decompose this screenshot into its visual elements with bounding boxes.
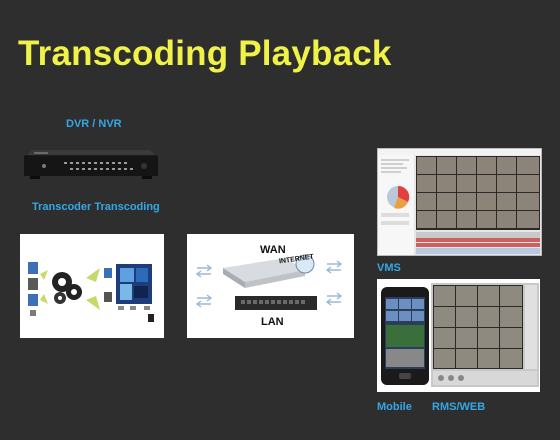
dvr-nvr-label: DVR / NVR <box>66 118 122 130</box>
transcoder-label: Transcoder Transcoding <box>32 201 160 213</box>
slide-title: Transcoding Playback <box>18 34 392 73</box>
transcoder-diagram <box>20 234 164 338</box>
vms-screenshot <box>377 148 542 256</box>
lan-label: LAN <box>261 316 284 328</box>
mobile-rms-screenshot <box>377 279 540 392</box>
network-diagram: WAN INTERNET LAN <box>187 234 354 338</box>
dvr-device-image <box>24 150 158 179</box>
mobile-label: Mobile <box>377 401 412 413</box>
wan-label: WAN <box>260 244 286 256</box>
vms-label: VMS <box>377 262 401 274</box>
rms-web-label: RMS/WEB <box>432 401 486 413</box>
